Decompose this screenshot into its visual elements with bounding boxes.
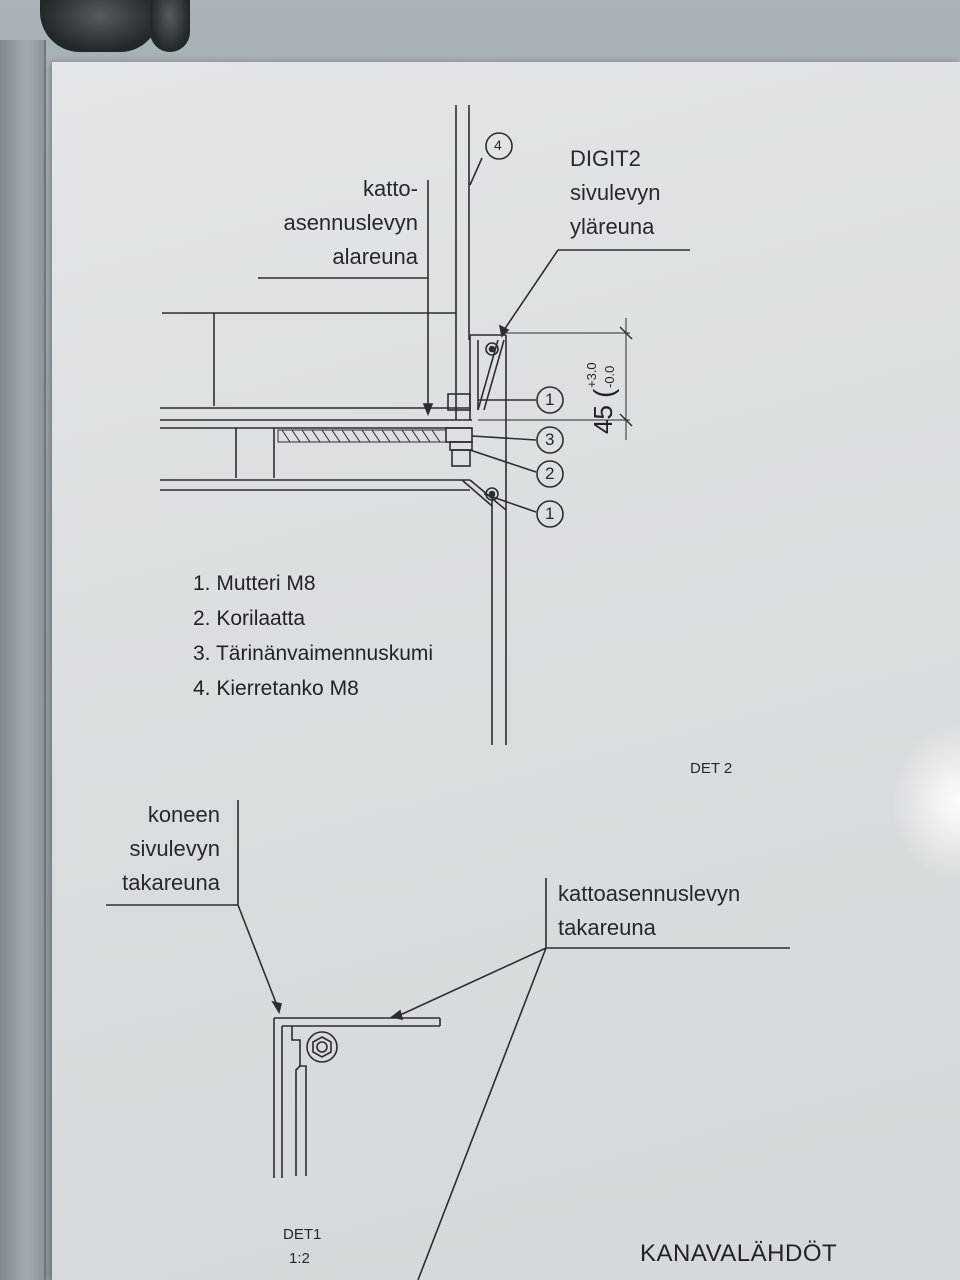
label-line: koneen — [147, 802, 220, 827]
label-kattoasennuslevyn-takareuna: kattoasennuslevyn takareuna — [558, 877, 740, 945]
label-line: takareuna — [558, 915, 656, 940]
callout-4: 4 — [494, 137, 502, 153]
knob-right — [150, 0, 190, 52]
callout-3: 3 — [545, 430, 555, 449]
binder-edge — [0, 40, 46, 1280]
detail-label-det2: DET 2 — [690, 760, 733, 777]
callout-1-top: 1 — [545, 390, 555, 409]
label-koneen-sivulevyn-takareuna: koneen sivulevyn takareuna — [90, 798, 220, 900]
label-line: takareuna — [122, 870, 220, 895]
drawing-title: KANAVALÄHDÖT — [640, 1240, 838, 1267]
label-katto-asennuslevyn-alareuna: katto- asennuslevyn alareuna — [250, 172, 418, 274]
legend-item: 2. Korilaatta — [193, 607, 306, 630]
dimension-value: 45 — [588, 405, 618, 434]
label-line: sivulevyn — [570, 180, 661, 205]
label-digit2-sivulevyn-ylareuna: DIGIT2 sivulevyn yläreuna — [570, 142, 660, 244]
label-line: sivulevyn — [129, 836, 220, 861]
callout-1-bottom: 1 — [545, 504, 555, 523]
detail-scale-det1: 1:2 — [289, 1250, 310, 1267]
light-glare — [890, 722, 960, 882]
label-line: katto- — [362, 176, 418, 201]
knob-left — [40, 0, 160, 52]
legend-item: 4. Kierretanko M8 — [193, 677, 359, 700]
dimension-45: 45 ( +3.0 -0.0 — [580, 360, 640, 434]
parts-legend: 1. Mutteri M8 2. Korilaatta 3. Tärinänva… — [193, 566, 433, 706]
label-line: yläreuna — [570, 214, 655, 239]
legend-item: 3. Tärinänvaimennuskumi — [193, 642, 434, 665]
label-line: DIGIT2 — [570, 146, 641, 171]
detail-label-det1: DET1 — [283, 1226, 322, 1243]
label-line: kattoasennuslevyn — [558, 881, 741, 906]
dimension-tol-minus: -0.0 — [602, 365, 617, 388]
det2-geometry — [160, 105, 690, 745]
legend-item: 1. Mutteri M8 — [193, 572, 316, 595]
callout-circles — [485, 132, 564, 528]
label-line: alareuna — [332, 244, 418, 269]
det1-geometry — [106, 800, 790, 1280]
callout-2: 2 — [545, 464, 555, 483]
dimension-paren: ( — [588, 388, 619, 398]
dimension-tol-plus: +3.0 — [584, 362, 599, 388]
label-line: asennuslevyn — [283, 210, 418, 235]
